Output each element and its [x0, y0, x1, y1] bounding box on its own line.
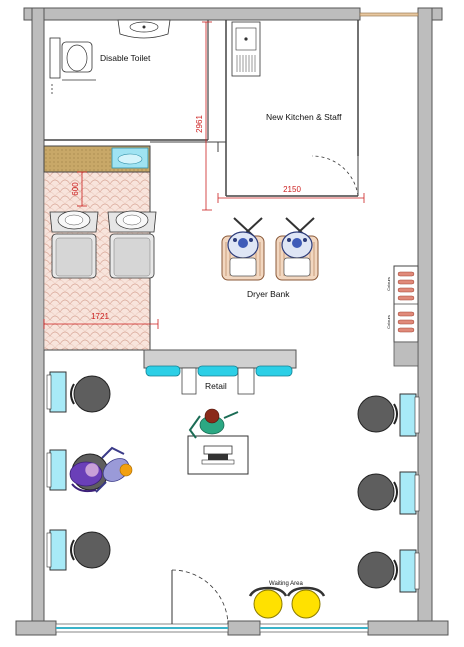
dim-text-2150: 2150 [283, 185, 301, 194]
right-wall [417, 7, 433, 636]
dim-text-600: 600 [71, 182, 80, 196]
reception-desk[interactable] [187, 435, 249, 475]
backwash-unit-1[interactable] [49, 210, 99, 279]
dryer-bank: Dryer Bank [221, 217, 319, 299]
styling-station-right-2[interactable] [357, 471, 420, 515]
toilet-basin [117, 19, 171, 39]
backwash-unit-2[interactable] [107, 210, 157, 279]
dimension-wash-width: 1721 [43, 312, 159, 329]
colour-tubes-top [397, 271, 415, 301]
label-dryer-bank: Dryer Bank [247, 289, 290, 299]
waiting-area: Waiting Area [248, 581, 326, 619]
bottom-wall-mid [227, 620, 261, 636]
dim-text-1721: 1721 [91, 312, 109, 321]
wash-area: 600 1721 [43, 145, 159, 351]
toilet-wc [49, 37, 93, 79]
label-waiting-area: Waiting Area [269, 581, 303, 587]
dimension-basin-depth: 600 [71, 171, 87, 207]
label-disable-toilet: Disable Toilet [100, 53, 151, 63]
client-figure [69, 461, 103, 493]
dim-text-2961: 2961 [195, 115, 204, 133]
shopfront-glazing [55, 623, 369, 633]
stylist-figure [95, 446, 133, 493]
waiting-chair-1[interactable] [248, 586, 288, 619]
left-wall [31, 7, 45, 636]
kitchen-sink [231, 21, 261, 77]
entrance-door[interactable] [171, 569, 229, 625]
label-retail: Retail [205, 381, 227, 391]
dimension-kitchen-height: 2961 [195, 21, 212, 211]
kitchen-door[interactable] [311, 155, 359, 197]
styling-station-left-1[interactable] [46, 371, 111, 413]
dimension-kitchen-width: 2150 [217, 185, 365, 203]
dryer-unit-2[interactable] [275, 217, 319, 281]
colour-rack: Colours Colours [386, 265, 419, 367]
computer-monitor [203, 445, 233, 455]
retail-shelf-2[interactable] [197, 365, 239, 377]
label-rack-top: Colours [386, 277, 391, 291]
styling-station-right-1[interactable] [357, 393, 420, 437]
label-rack-bottom: Colours [386, 315, 391, 329]
styling-station-right-3[interactable] [357, 549, 420, 593]
disable-toilet: Disable Toilet [44, 19, 209, 141]
top-window [359, 12, 419, 17]
outer-walls [15, 7, 449, 636]
bottom-wall-right [367, 620, 449, 636]
label-kitchen-staff: New Kitchen & Staff [266, 112, 342, 122]
styling-station-left-3[interactable] [46, 529, 111, 571]
colour-tubes-bottom [397, 311, 415, 333]
top-wall-left [23, 7, 361, 21]
kitchen-staff-room: New Kitchen & Staff [225, 20, 359, 197]
dryer-unit-1[interactable] [221, 217, 265, 281]
waiting-chair-2[interactable] [286, 586, 326, 619]
receptionist-figure [188, 408, 239, 439]
retail-counter: Retail [143, 349, 297, 395]
retail-shelf-1[interactable] [145, 365, 181, 377]
retail-shelf-3[interactable] [255, 365, 293, 377]
bottom-wall-left [15, 620, 57, 636]
